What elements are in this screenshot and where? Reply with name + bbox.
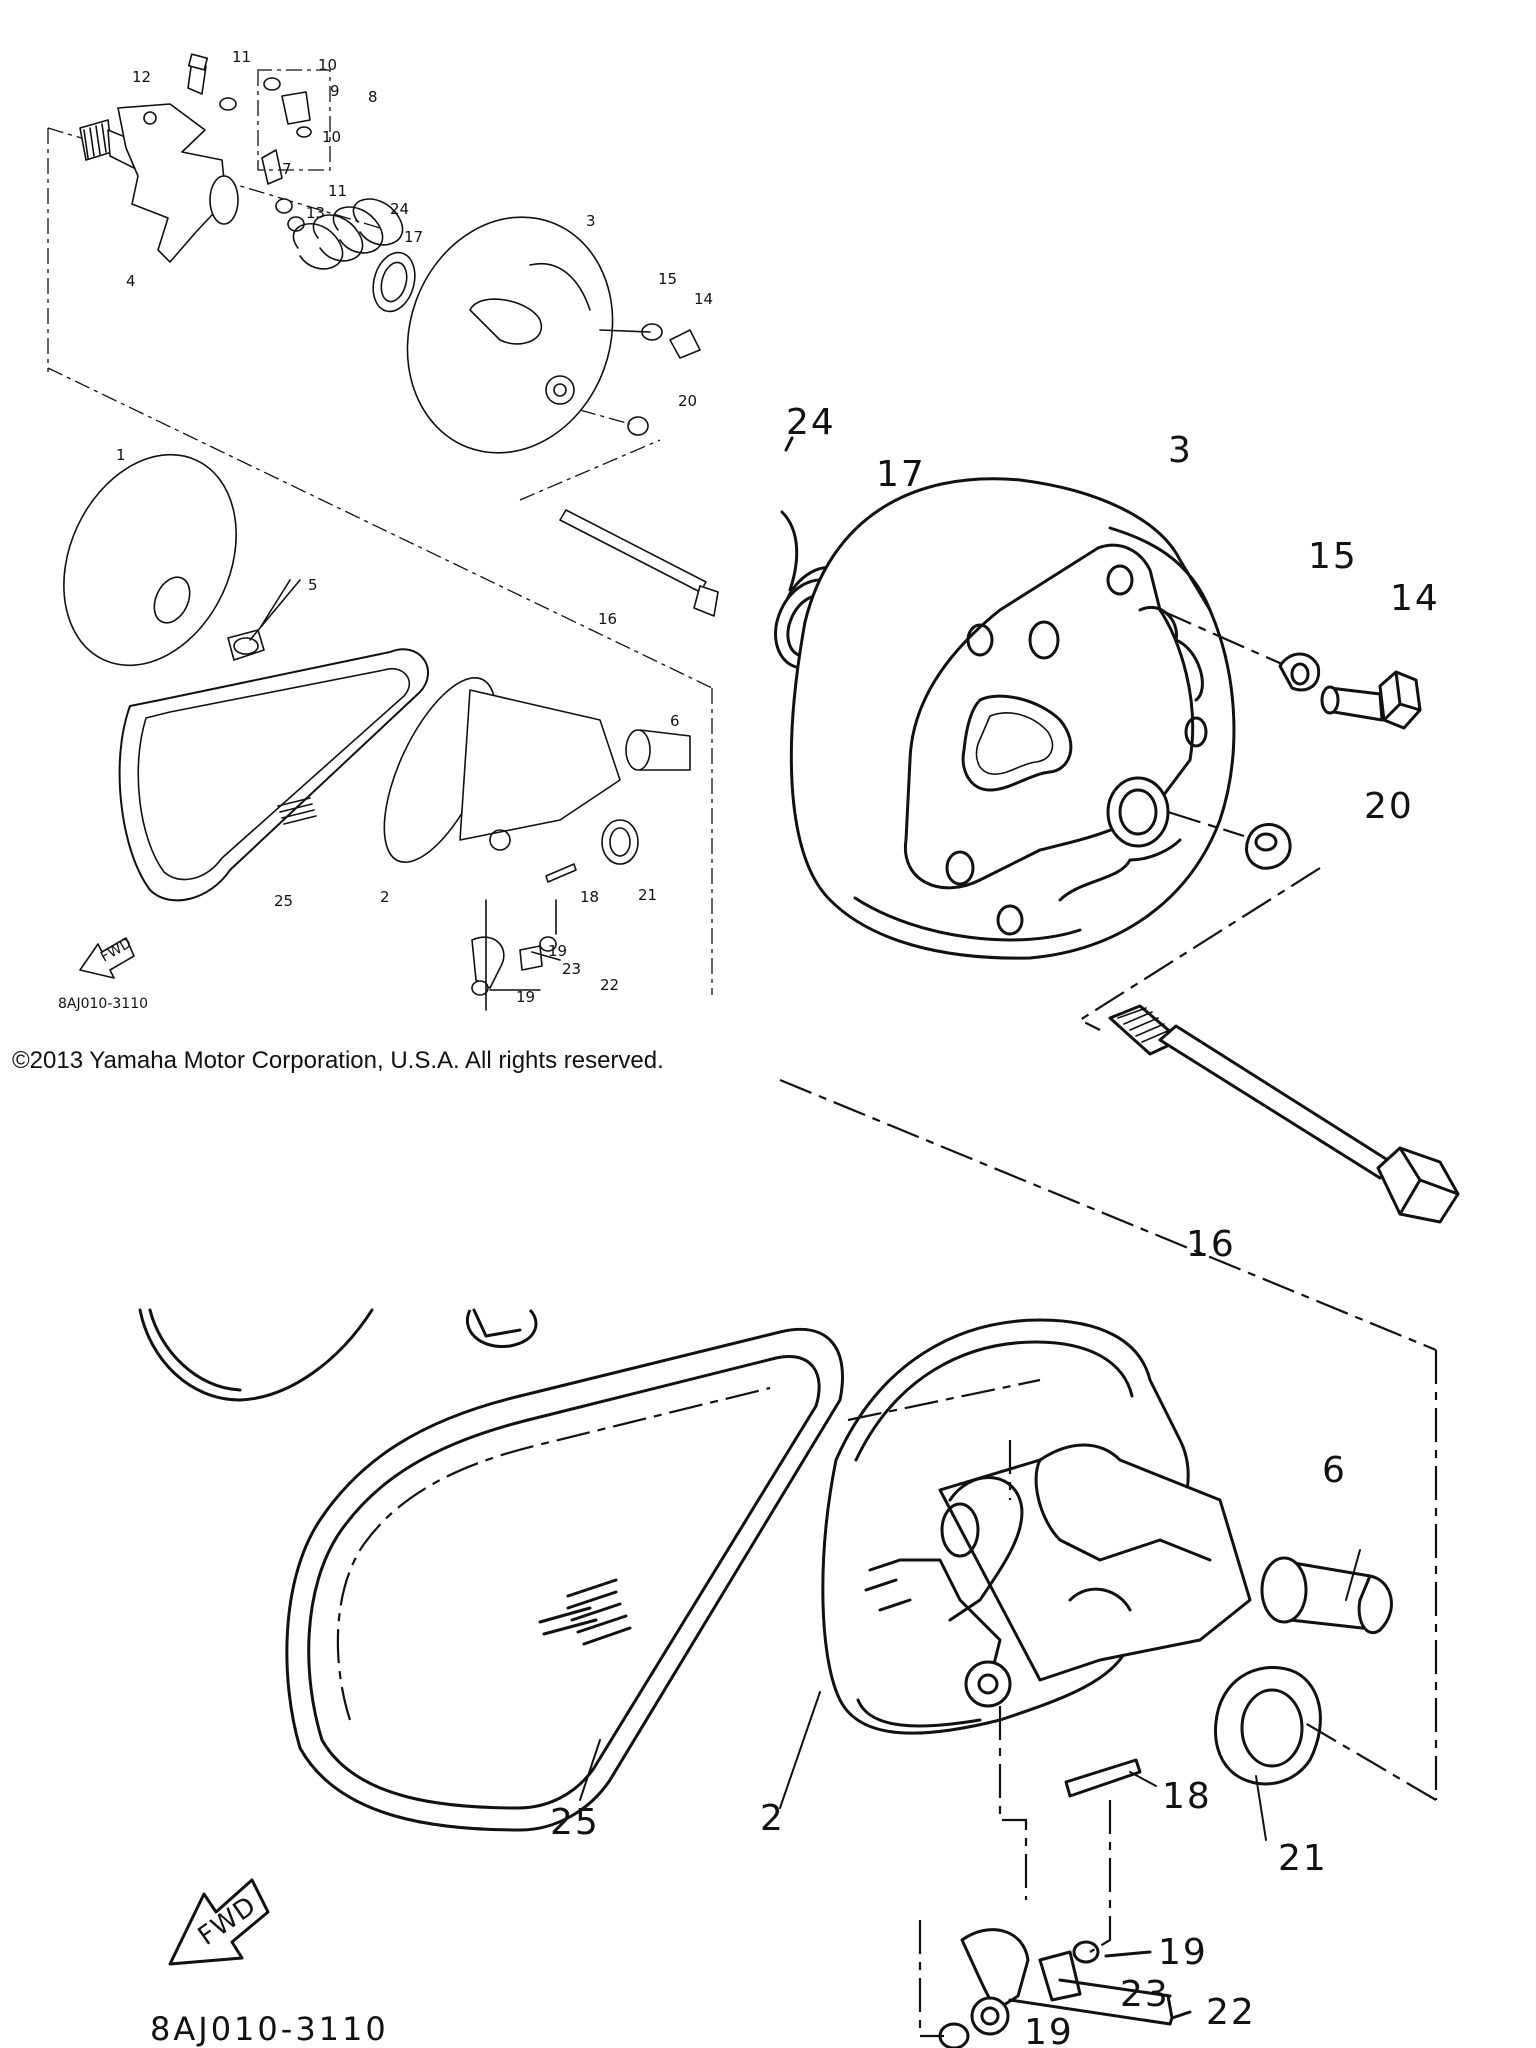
label-16: 16 (1186, 1224, 1236, 1265)
detail-sheave-view: FWD 8AJ010-3110 (138, 1308, 1438, 2048)
overview-fwd-arrow: FWD (79, 935, 135, 979)
overview-label-2: 2 (380, 888, 390, 906)
label-19b: 19 (1024, 2012, 1074, 2048)
detail-labels: 24 17 3 15 14 20 16 6 25 2 18 21 19 23 2… (550, 402, 1440, 2048)
overview-spring-24 (292, 198, 404, 270)
fwd-arrow: FWD (168, 1878, 270, 1966)
diagram-code: 8AJ010-3110 (150, 2010, 389, 2048)
overview-label-23: 23 (562, 960, 581, 978)
detail-cover-3 (789, 477, 1236, 960)
label-24: 24 (786, 402, 836, 443)
overview-label-11a: 11 (232, 48, 251, 66)
overview-label-12: 12 (132, 68, 151, 86)
label-23: 23 (1120, 1974, 1170, 2015)
overview-label-16: 16 (598, 610, 617, 628)
overview-label-10b: 10 (322, 128, 341, 146)
overview-label-14: 14 (694, 290, 713, 308)
overview-label-11b: 11 (328, 182, 347, 200)
overview-cover-3 (406, 216, 614, 454)
label-21: 21 (1278, 1838, 1328, 1879)
overview-label-9: 9 (330, 82, 340, 100)
overview-label-6: 6 (670, 712, 680, 730)
overview-label-8: 8 (368, 88, 378, 106)
label-18: 18 (1162, 1776, 1212, 1817)
overview-label-18: 18 (580, 888, 599, 906)
overview-label-5: 5 (308, 576, 318, 594)
detail-bushing-6 (1260, 1556, 1393, 1634)
overview-label-20: 20 (678, 392, 697, 410)
label-20: 20 (1364, 786, 1414, 827)
overview-label-3: 3 (586, 212, 596, 230)
overview-diagram: FWD 8AJ010-3110 12 11 10 9 8 10 7 11 13 … (47, 48, 719, 1012)
label-22: 22 (1206, 1992, 1256, 2033)
detail-cover-view (774, 436, 1460, 1352)
label-25: 25 (550, 1802, 600, 1843)
label-19a: 19 (1158, 1932, 1208, 1973)
overview-label-21: 21 (638, 886, 657, 904)
overview-label-24: 24 (390, 200, 409, 218)
overview-bolt-12 (187, 53, 209, 95)
overview-label-25: 25 (274, 892, 293, 910)
overview-label-10a: 10 (318, 56, 337, 74)
overview-label-22: 22 (600, 976, 619, 994)
overview-label-17: 17 (404, 228, 423, 246)
label-3: 3 (1168, 430, 1193, 471)
label-15: 15 (1308, 536, 1358, 577)
overview-label-7: 7 (282, 160, 292, 178)
overview-sheave-2 (383, 677, 621, 863)
overview-diagram-code: 8AJ010-3110 (58, 996, 148, 1012)
overview-label-4: 4 (126, 272, 136, 290)
label-6: 6 (1322, 1450, 1347, 1491)
overview-label-19a: 19 (548, 942, 567, 960)
overview-label-13: 13 (306, 204, 325, 222)
detail-sheave-2 (821, 1318, 1252, 1735)
detail-bolt-14 (1320, 670, 1422, 730)
detail-bolt-16 (1108, 1004, 1460, 1224)
label-14: 14 (1390, 578, 1440, 619)
overview-label-19b: 19 (516, 988, 535, 1006)
copyright-notice: ©2013 Yamaha Motor Corporation, U.S.A. A… (12, 1047, 664, 1074)
label-2: 2 (760, 1798, 785, 1839)
detail-belt-25 (285, 1327, 844, 1832)
overview-label-15: 15 (658, 270, 677, 288)
overview-label-1: 1 (116, 446, 126, 464)
overview-spider-shaft (79, 103, 239, 263)
label-17: 17 (876, 454, 926, 495)
